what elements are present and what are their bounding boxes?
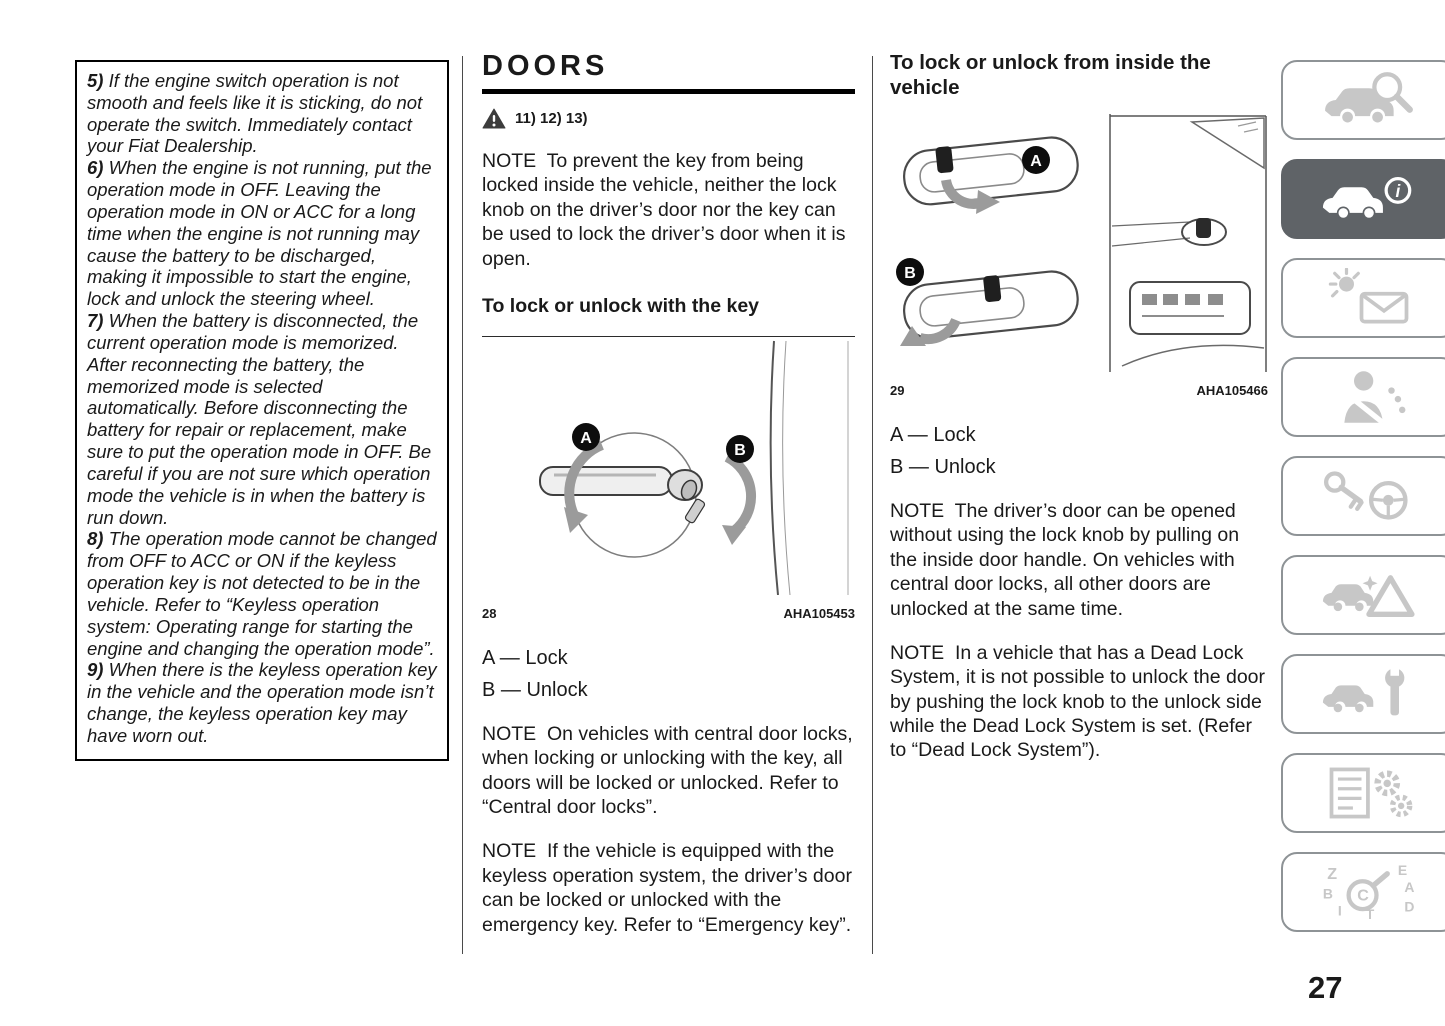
numbered-notes-box: 5) If the engine switch operation is not… bbox=[75, 60, 449, 761]
note-paragraph: NOTE To prevent the key from being locke… bbox=[482, 150, 846, 270]
svg-text:C: C bbox=[1357, 887, 1369, 905]
index-search-icon: Z B E A D I T C bbox=[1323, 862, 1414, 922]
car-info-icon: i bbox=[1322, 177, 1412, 218]
sidebar-tab-knowing-vehicle[interactable] bbox=[1281, 60, 1445, 140]
doors-section: DOORS 11) 12) 13) NOTE To prevent the ke… bbox=[482, 50, 855, 937]
note-number: 9) bbox=[87, 659, 104, 681]
note-item: 5) If the engine switch operation is not… bbox=[87, 70, 437, 157]
note-text: If the engine switch operation is not sm… bbox=[87, 70, 423, 157]
svg-text:T: T bbox=[1366, 906, 1375, 922]
sidebar-tab-technical-data[interactable] bbox=[1281, 753, 1445, 833]
document-gears-icon bbox=[1329, 767, 1413, 819]
svg-text:E: E bbox=[1398, 862, 1407, 878]
note-item: 8) The operation mode cannot be changed … bbox=[87, 528, 437, 659]
note-item: 6) When the engine is not running, put t… bbox=[87, 157, 437, 310]
inside-door-lock-illustration: A B bbox=[896, 114, 1267, 372]
subheading-lock-with-key: To lock or unlock with the key bbox=[482, 294, 760, 317]
figure-code: AHA105453 bbox=[783, 605, 855, 621]
svg-text:A: A bbox=[580, 430, 592, 447]
sidebar-tab-servicing[interactable] bbox=[1281, 654, 1445, 734]
note-number: 7) bbox=[87, 310, 104, 332]
section-heading: To lock or unlock from inside the vehicl… bbox=[890, 51, 1211, 99]
figure-number: 29 bbox=[890, 383, 905, 398]
page-title: DOORS bbox=[482, 50, 855, 94]
emergency-triangle-icon bbox=[1322, 575, 1415, 617]
figure-caption: 28 AHA105453 bbox=[482, 606, 855, 621]
note-item: 7) When the battery is disconnected, the… bbox=[87, 310, 437, 528]
key-steering-icon bbox=[1323, 471, 1408, 520]
note-paragraph: NOTE In a vehicle that has a Dead Lock S… bbox=[890, 641, 1266, 762]
svg-text:B: B bbox=[1323, 885, 1333, 901]
car-wrench-icon bbox=[1322, 666, 1405, 716]
legend-a: A — Lock bbox=[482, 646, 568, 669]
legend-a: A — Lock bbox=[890, 424, 976, 446]
note-number: 6) bbox=[87, 157, 104, 179]
column-divider bbox=[462, 56, 463, 954]
note-text: When there is the keyless operation key … bbox=[87, 659, 437, 746]
note-text: When the engine is not running, put the … bbox=[87, 157, 432, 310]
warning-triangle-icon bbox=[482, 108, 506, 129]
note-number: 8) bbox=[87, 528, 104, 550]
section-tab-bar: i bbox=[1281, 60, 1445, 951]
door-handle-key-illustration: A B bbox=[539, 340, 849, 595]
note-paragraph: NOTE On vehicles with central door locks… bbox=[482, 722, 853, 818]
sidebar-tab-instruments-info[interactable]: i bbox=[1281, 159, 1445, 239]
inside-lock-section: To lock or unlock from inside the vehicl… bbox=[890, 50, 1268, 763]
svg-text:i: i bbox=[1396, 181, 1402, 201]
figure-caption: 29 AHA105466 bbox=[890, 383, 1268, 398]
note-paragraph: NOTE The driver’s door can be opened wit… bbox=[890, 500, 1240, 620]
legend-b: B — Unlock bbox=[890, 456, 996, 478]
svg-text:B: B bbox=[734, 442, 746, 459]
svg-text:Z: Z bbox=[1327, 865, 1337, 883]
figure-29: A B bbox=[890, 114, 1268, 398]
warning-reference-row: 11) 12) 13) bbox=[482, 108, 855, 129]
legend-b: B — Unlock bbox=[482, 678, 588, 701]
car-magnifier-icon bbox=[1325, 72, 1413, 123]
svg-text:A: A bbox=[1404, 879, 1414, 895]
sidebar-tab-starting-driving[interactable] bbox=[1281, 456, 1445, 536]
figure-number: 28 bbox=[482, 605, 497, 621]
note-paragraph: NOTE If the vehicle is equipped with the… bbox=[482, 840, 852, 936]
note-text: When the battery is disconnected, the cu… bbox=[87, 310, 432, 528]
svg-text:D: D bbox=[1404, 898, 1414, 914]
sidebar-tab-emergency[interactable] bbox=[1281, 555, 1445, 635]
svg-text:I: I bbox=[1338, 903, 1342, 919]
warning-lights-mail-icon bbox=[1328, 268, 1409, 324]
svg-text:B: B bbox=[904, 265, 916, 282]
sidebar-tab-index[interactable]: Z B E A D I T C bbox=[1281, 852, 1445, 932]
figure-code: AHA105466 bbox=[1196, 383, 1268, 398]
page-number: 27 bbox=[1308, 970, 1343, 1005]
sidebar-tab-warning-lights[interactable] bbox=[1281, 258, 1445, 338]
note-text: The operation mode cannot be changed fro… bbox=[87, 528, 437, 659]
svg-text:A: A bbox=[1030, 153, 1042, 170]
note-item: 9) When there is the keyless operation k… bbox=[87, 659, 437, 746]
note-number: 5) bbox=[87, 70, 104, 91]
warning-note-refs: 11) 12) 13) bbox=[515, 110, 588, 127]
column-divider bbox=[872, 56, 873, 954]
sidebar-tab-safety[interactable] bbox=[1281, 357, 1445, 437]
figure-28: A B 28 AHA105453 bbox=[482, 335, 855, 621]
seatbelt-safety-icon bbox=[1344, 371, 1406, 425]
